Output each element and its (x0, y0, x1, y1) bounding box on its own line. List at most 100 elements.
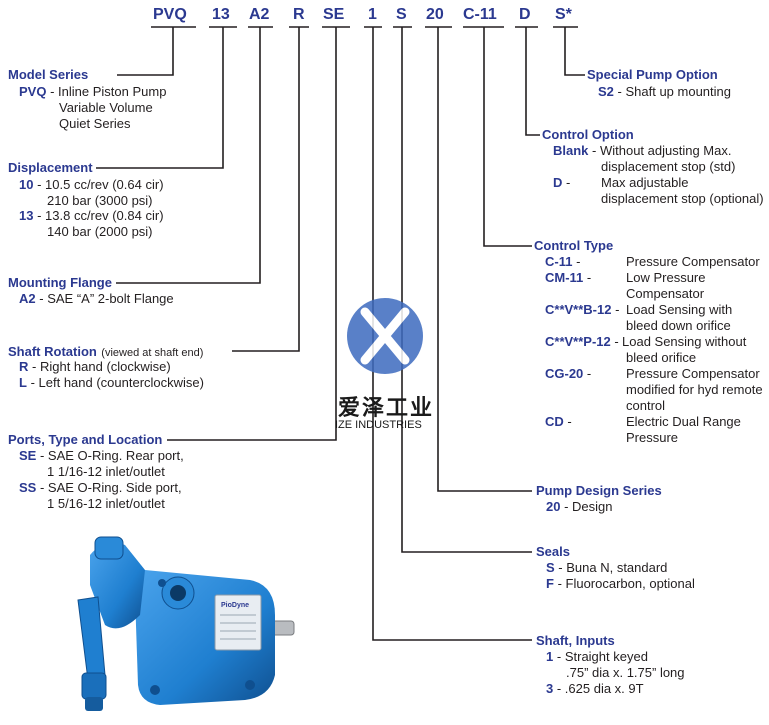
pump-image: PioDyne (77, 536, 295, 711)
option-text: - Fluorocarbon, optional (557, 576, 695, 591)
option-text: - .625 dia x. 9T (556, 681, 644, 696)
option-text: - Buna N, standard (558, 560, 668, 575)
option-code: S2 (598, 84, 614, 99)
option-code: F (546, 576, 554, 591)
code-control-type: C-11 (463, 6, 497, 23)
option-text: Variable Volume (59, 100, 153, 115)
section-heading: Displacement (8, 160, 93, 175)
option-text: - Shaft up mounting (617, 84, 731, 99)
code-displacement: 13 (212, 6, 230, 23)
code-control-option: D (519, 6, 531, 23)
option-dash: - (615, 302, 620, 317)
option-text: Pressure Compensator (626, 366, 760, 381)
option-row: 1 - Straight keyed (546, 649, 648, 665)
option-text: displacement stop (std) (601, 159, 736, 174)
option-text: Electric Dual Range (626, 414, 741, 429)
option-text: Compensator (626, 286, 705, 301)
option-text: - 13.8 cc/rev (0.84 cir) (37, 208, 164, 223)
option-text: Straight keyed (564, 649, 648, 664)
option-code-text: C**V**B-12 (545, 302, 612, 317)
option-row: 13 - 13.8 cc/rev (0.84 cir) (19, 208, 164, 224)
watermark-en: IZE INDUSTRIES (335, 419, 422, 431)
option-row: L - Left hand (counterclockwise) (19, 375, 204, 391)
option-row: Blank - Without adjusting Max. (553, 143, 731, 159)
pump-illustration: PioDyne (50, 525, 300, 720)
option-row: 3 - .625 dia x. 9T (546, 681, 644, 697)
code-seals: S (396, 6, 407, 23)
option-row: R - Right hand (clockwise) (19, 359, 171, 375)
option-text: 1 1/16-12 inlet/outlet (47, 464, 165, 479)
option-row: S - Buna N, standard (546, 560, 667, 576)
option-code: 20 (546, 499, 561, 514)
option-text: - Design (564, 499, 613, 514)
option-code-text: CD (545, 414, 564, 429)
option-code: C**V**P-12 - (545, 334, 619, 350)
option-row: D - (553, 175, 570, 191)
option-row: PVQ - Inline Piston Pump (19, 84, 166, 100)
option-row: 10 - 10.5 cc/rev (0.64 cir) (19, 177, 164, 193)
option-code: L (19, 375, 27, 390)
option-text: control (626, 398, 666, 413)
option-code-text: C**V**P-12 (545, 334, 611, 349)
heading-text: Shaft Rotation (8, 344, 97, 359)
option-text: - Right hand (clockwise) (32, 359, 171, 374)
ize-logo-icon (347, 298, 423, 374)
option-code-text: CM-11 (545, 270, 584, 285)
option-text: - 10.5 cc/rev (0.64 cir) (37, 177, 164, 192)
code-shaft-inputs: 1 (368, 6, 377, 23)
option-text: 140 bar (2000 psi) (47, 224, 153, 239)
option-row: F - Fluorocarbon, optional (546, 576, 695, 592)
code-mounting-flange: A2 (249, 6, 270, 23)
option-code: SE (19, 448, 37, 463)
option-dash: - (586, 366, 592, 381)
section-heading: Ports, Type and Location (8, 432, 163, 447)
section-heading: Model Series (8, 67, 89, 82)
option-row: SE - SAE O-Ring. Rear port, (19, 448, 184, 464)
section-heading: Pump Design Series (536, 483, 662, 498)
code-shaft-rotation: R (293, 6, 305, 23)
option-code-text: CG-20 (545, 366, 584, 381)
option-text: 210 bar (3000 psi) (47, 193, 153, 208)
code-model-series: PVQ (153, 6, 187, 23)
option-text: - (566, 175, 571, 190)
option-text: Max adjustable (601, 175, 689, 190)
option-text: 1 5/16-12 inlet/outlet (47, 496, 165, 511)
option-code: CD - (545, 414, 572, 430)
option-code: CM-11 - (545, 270, 591, 286)
option-code: D (553, 175, 563, 190)
option-text: Load Sensing without (622, 334, 747, 349)
watermark-cn: 爱泽工业 (338, 395, 435, 420)
option-code: CG-20 - (545, 366, 591, 382)
heading-note: (viewed at shaft end) (101, 347, 204, 359)
watermark-logo: 爱泽工业 IZE INDUSTRIES (335, 290, 435, 440)
option-text: - SAE “A” 2-bolt Flange (39, 291, 174, 306)
option-text: Pressure Compensator (626, 254, 760, 269)
option-code: 13 (19, 208, 34, 223)
option-code: C-11 - (545, 254, 580, 270)
option-text: bleed orifice (626, 350, 697, 365)
option-text: - Inline Piston Pump (50, 84, 167, 99)
option-code: R (19, 359, 29, 374)
section-heading: Control Type (534, 238, 614, 253)
option-text: - (556, 649, 562, 664)
option-code: 3 (546, 681, 554, 696)
option-dash: - (614, 334, 619, 349)
option-code: A2 (19, 291, 36, 306)
option-text: .75” dia x. 1.75” long (566, 665, 685, 680)
code-design-series: 20 (426, 6, 444, 23)
option-code-text: C-11 (545, 254, 573, 269)
option-code: 10 (19, 177, 34, 192)
code-ports: SE (323, 6, 345, 23)
option-code: Blank (553, 143, 589, 158)
section-heading: Mounting Flange (8, 275, 112, 290)
option-code: C**V**B-12 - (545, 302, 619, 318)
option-text: - Left hand (counterclockwise) (30, 375, 204, 390)
option-text: - SAE O-Ring. Rear port, (39, 448, 184, 463)
option-text: Load Sensing with (626, 302, 733, 317)
section-heading: Shaft Rotation (viewed at shaft end) (8, 343, 203, 361)
option-text: Low Pressure (626, 270, 706, 285)
option-text: Pressure (626, 430, 679, 445)
option-row: 20 - Design (546, 499, 613, 515)
option-text: displacement stop (optional) (601, 191, 764, 206)
